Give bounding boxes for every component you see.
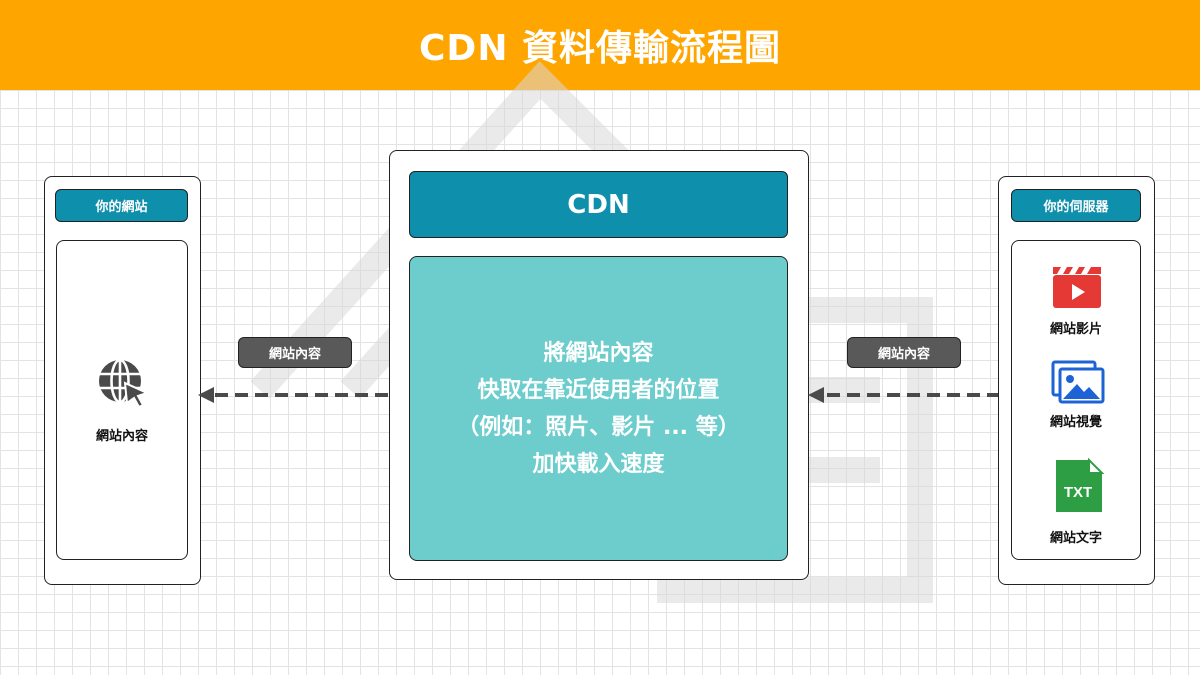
cdn-line-1: 將網站內容 [543, 340, 654, 366]
server-item-text-label: 網站文字 [1049, 531, 1102, 546]
right-arrow-label: 網站內容 [847, 337, 961, 368]
cdn-line-3: （例如：照片、影片 ... 等） [457, 414, 740, 440]
video-clapper-icon [1053, 267, 1101, 308]
cdn-line-2: 快取在靠近使用者的位置 [477, 377, 720, 403]
cdn-title-pill: CDN [409, 171, 788, 238]
server-item-image-label: 網站視覺 [1049, 415, 1102, 430]
cdn-description-box: 將網站內容 快取在靠近使用者的位置 （例如：照片、影片 ... 等） 加快載入速… [409, 256, 788, 561]
cdn-line-4: 加快載入速度 [532, 451, 665, 477]
globe-cursor-icon [99, 358, 150, 409]
left-arrow-label-text: 網站內容 [268, 347, 321, 362]
cdn-title: CDN [567, 189, 630, 220]
txt-icon-text: TXT [1064, 484, 1092, 501]
image-gallery-icon [1051, 360, 1105, 404]
txt-file-icon: TXT [1056, 457, 1105, 512]
right-dashed-arrow [808, 387, 1000, 403]
website-title-pill: 你的網站 [55, 189, 188, 222]
right-arrow-label-text: 網站內容 [877, 347, 930, 362]
left-dashed-arrow [198, 387, 388, 403]
server-title-pill: 你的伺服器 [1011, 189, 1141, 222]
server-title: 你的伺服器 [1043, 200, 1109, 215]
website-title: 你的網站 [95, 200, 148, 215]
website-content-label: 網站內容 [95, 429, 148, 444]
title-bar: CDN 資料傳輸流程圖 [0, 0, 1200, 90]
server-item-video-label: 網站影片 [1049, 322, 1102, 337]
left-arrow-label: 網站內容 [238, 337, 352, 368]
page-title: CDN 資料傳輸流程圖 [419, 28, 781, 69]
